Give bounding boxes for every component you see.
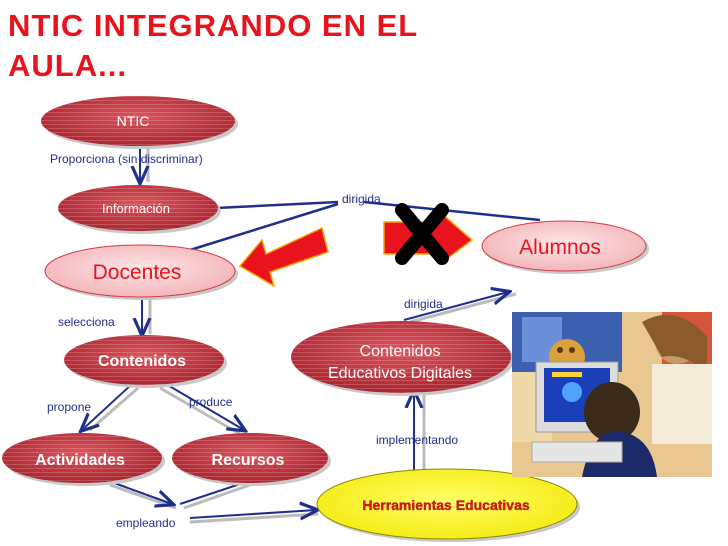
edge-label-implementando: implementando (376, 433, 458, 447)
edge-label-propone: propone (47, 400, 91, 414)
photo-illustration (512, 312, 712, 477)
node-contenidos-digitales: Contenidos Educativos Digitales (291, 321, 514, 396)
node-recursos-label: Recursos (212, 452, 285, 469)
cross-x-icon (395, 203, 449, 265)
node-ntic: NTIC (41, 96, 238, 149)
node-alumnos-label: Alumnos (519, 236, 601, 259)
node-actividades: Actividades (2, 433, 165, 486)
node-actividades-label: Actividades (35, 452, 125, 469)
node-alumnos: Alumnos (481, 220, 649, 274)
edge-label-empleando: empleando (116, 516, 176, 530)
node-informacion: Información (58, 185, 221, 234)
edge-label-produce: produce (189, 395, 233, 409)
node-informacion-label: Información (102, 201, 170, 216)
edge-label-selecciona: selecciona (58, 315, 115, 329)
red-arrow-left-icon (238, 226, 329, 288)
node-contenidos-digitales-line1: Contenidos (360, 343, 441, 360)
edge-label-dirigida-bottom: dirigida (404, 297, 443, 311)
edge-label-dirigida-top: dirigida (342, 192, 381, 206)
edge-label-proporciona: Proporciona (sin discriminar) (50, 152, 203, 166)
classroom-computer-photo (512, 312, 712, 477)
node-docentes-label: Docentes (93, 261, 182, 284)
node-contenidos-label: Contenidos (98, 353, 186, 370)
node-recursos: Recursos (172, 433, 331, 486)
node-herramientas-label: Herramientas Educativas (362, 497, 530, 513)
node-ntic-label: NTIC (117, 113, 150, 129)
node-herramientas: Herramientas Educativas (316, 468, 580, 542)
page-title: NTIC INTEGRANDO EN EL AULA... (8, 8, 418, 83)
node-contenidos: Contenidos (64, 335, 227, 388)
node-docentes: Docentes (44, 244, 238, 300)
node-contenidos-digitales-line2: Educativos Digitales (328, 365, 472, 382)
